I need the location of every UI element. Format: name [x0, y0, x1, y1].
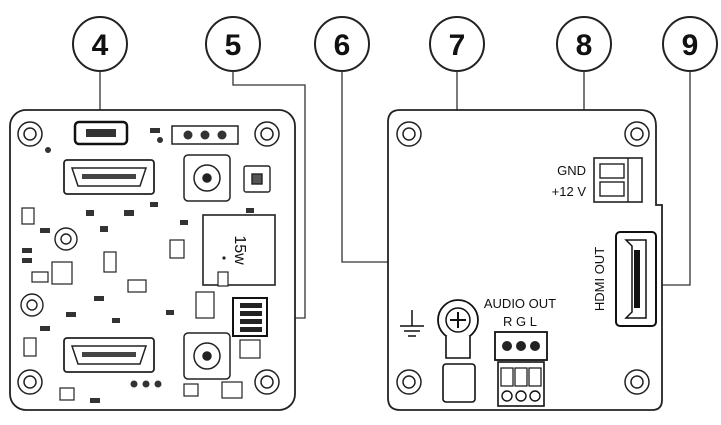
upper-hdmi-port — [63, 159, 155, 195]
hdmi-out-label: HDMI OUT — [592, 247, 607, 311]
callout-6: 6 — [314, 16, 370, 72]
callout-9: 9 — [662, 16, 718, 72]
smd-dots — [22, 128, 254, 403]
power-12v-label: +12 V — [552, 184, 587, 199]
board-mounting-holes — [17, 121, 280, 395]
main-chip: 15w — [202, 214, 276, 286]
callout-7: 7 — [429, 16, 485, 72]
power-terminal-block — [593, 157, 643, 203]
audio-out-terminal — [494, 331, 548, 407]
callout-4-number: 4 — [92, 29, 109, 62]
audio-out-label: AUDIO OUT — [484, 296, 556, 311]
audio-channels-label: R G L — [503, 314, 537, 329]
callout-5: 5 — [205, 16, 261, 72]
callout-8-number: 8 — [576, 29, 593, 62]
callout-6-number: 6 — [334, 29, 351, 62]
lower-inductor — [183, 332, 231, 380]
small-ic — [243, 165, 271, 193]
rear-panel: GND +12 V HDMI OUT AUDIO OUT R G L — [387, 109, 663, 411]
callout-5-number: 5 — [225, 29, 242, 62]
callout-8: 8 — [556, 16, 612, 72]
dip-switch — [232, 297, 268, 337]
leader-line-5 — [232, 71, 306, 319]
ground-icon — [400, 310, 424, 337]
callout-9-number: 9 — [682, 29, 699, 62]
upper-inductor — [183, 154, 231, 202]
ground-screw — [437, 299, 479, 403]
power-gnd-label: GND — [557, 163, 586, 178]
rear-mounting-holes — [396, 121, 650, 395]
leader-line-9 — [658, 71, 691, 286]
round-capacitors — [20, 227, 78, 317]
callout-7-number: 7 — [449, 29, 466, 62]
lower-hdmi-port — [63, 337, 155, 373]
smd-components — [21, 207, 261, 401]
micro-usb-connector — [73, 120, 129, 146]
front-circuit-board: 15w — [9, 109, 296, 411]
callout-4: 4 — [72, 16, 128, 72]
hdmi-out-port — [615, 231, 657, 327]
three-pin-header — [171, 125, 239, 145]
main-chip-label: 15w — [231, 235, 248, 265]
